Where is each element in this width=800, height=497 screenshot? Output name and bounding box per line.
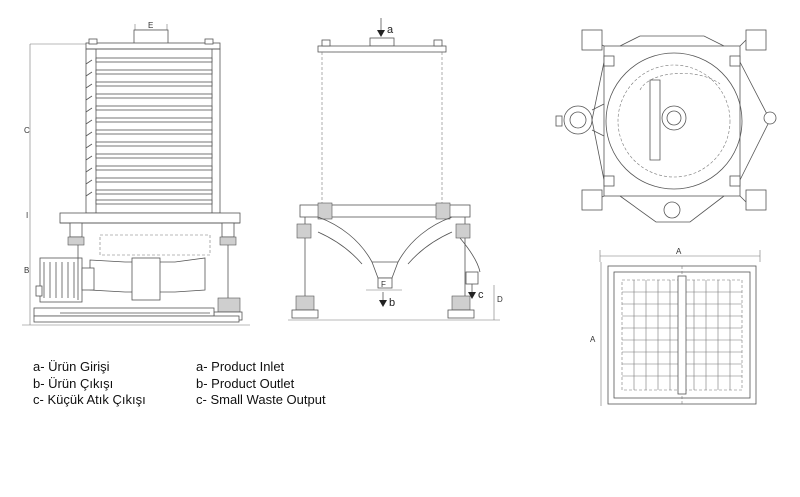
legend-item: c- Küçük Atık Çıkışı bbox=[33, 392, 146, 407]
dimension-label-d: D bbox=[497, 295, 503, 304]
legend-item: a- Product Inlet bbox=[196, 359, 285, 374]
legend-item: c- Small Waste Output bbox=[196, 392, 326, 407]
legend-english: a- Product Inlet b- Product Outlet c- Sm… bbox=[196, 359, 326, 409]
side-view-motor: E bbox=[22, 21, 250, 326]
dimension-label-i: I bbox=[26, 211, 28, 220]
front-view: a F b c bbox=[288, 18, 503, 321]
dimension-label-e: E bbox=[148, 21, 153, 30]
dimension-label-b: B bbox=[24, 266, 29, 275]
sieve-plan-view: A A bbox=[590, 247, 761, 406]
top-view bbox=[555, 29, 777, 223]
dimension-label-c: C bbox=[24, 126, 30, 135]
dimension-label-a-top: A bbox=[676, 247, 682, 256]
legend-item: b- Ürün Çıkışı bbox=[33, 375, 114, 391]
waste-arrow-label: c bbox=[478, 289, 484, 301]
dimension-label-f: F bbox=[381, 280, 386, 289]
legend-item: a- Ürün Girişi bbox=[33, 359, 110, 374]
inlet-arrow-label: a bbox=[387, 24, 394, 36]
outlet-arrow-label: b bbox=[389, 297, 395, 309]
legend-item: b- Product Outlet bbox=[196, 375, 295, 391]
dimension-label-a-side: A bbox=[590, 335, 596, 344]
legend-turkish: a- Ürün Girişi b- Ürün Çıkışı c- Küçük A… bbox=[33, 359, 146, 409]
